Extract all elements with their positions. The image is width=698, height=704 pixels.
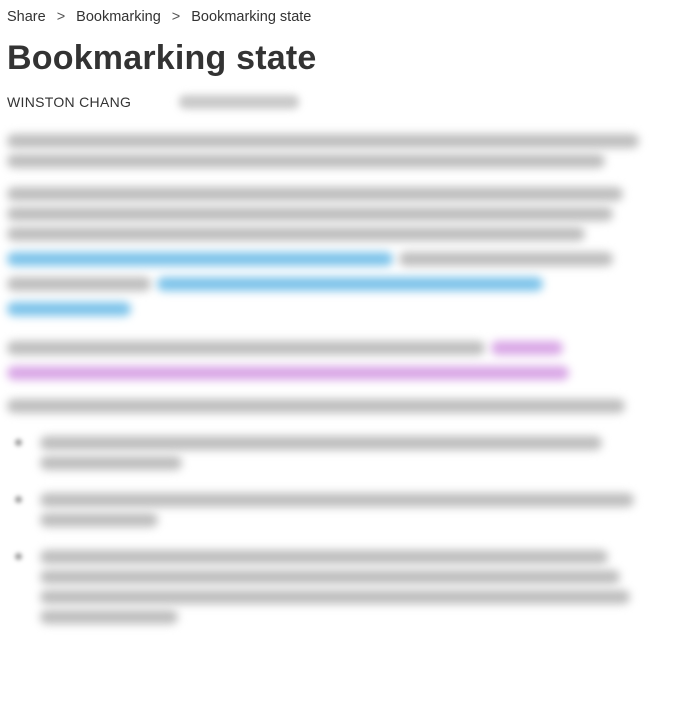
breadcrumb-share[interactable]: Share: [7, 9, 46, 25]
blurred-text-line: [7, 154, 605, 168]
blurred-text-line: [40, 570, 620, 584]
article-page: Share > Bookmarking > Bookmarking state …: [0, 7, 698, 704]
paragraph: [7, 134, 658, 168]
text-line-with-link: [7, 246, 658, 271]
blurred-visited-link[interactable]: [491, 341, 563, 355]
article-meta: WINSTON CHANG: [7, 92, 658, 112]
blurred-text-line: [7, 227, 585, 241]
list-item: [15, 544, 658, 629]
author-name: WINSTON CHANG: [7, 94, 132, 110]
blurred-text-line: [40, 436, 602, 450]
list-item: [15, 430, 658, 475]
breadcrumb: Share > Bookmarking > Bookmarking state: [7, 7, 658, 27]
blurred-text-line: [7, 207, 613, 221]
list-item: [15, 487, 658, 532]
blurred-text-line: [7, 187, 623, 201]
blurred-text-line: [399, 252, 613, 266]
blurred-link[interactable]: [157, 277, 543, 291]
publish-date-blurred: [179, 95, 300, 109]
blurred-text-line: [40, 550, 608, 564]
blurred-link[interactable]: [7, 252, 393, 266]
article-body: [7, 134, 658, 629]
paragraph: [7, 335, 658, 380]
blurred-visited-link[interactable]: [7, 366, 569, 380]
blurred-text-line: [7, 134, 639, 148]
breadcrumb-bookmarking[interactable]: Bookmarking: [76, 9, 161, 25]
bullet-icon: [15, 439, 22, 446]
blurred-text-line: [7, 341, 485, 355]
paragraph: [7, 399, 658, 413]
bullet-icon: [15, 496, 22, 503]
text-line-with-link: [7, 335, 658, 360]
blurred-text-line: [7, 399, 625, 413]
blurred-text-line: [40, 493, 634, 507]
bullet-icon: [15, 553, 22, 560]
blurred-text-line: [40, 513, 158, 527]
blurred-text-line: [40, 590, 630, 604]
blurred-text-line: [40, 610, 178, 624]
blurred-text-line: [7, 277, 151, 291]
breadcrumb-separator: >: [171, 9, 181, 25]
page-title: Bookmarking state: [7, 39, 317, 77]
paragraph: [7, 187, 658, 316]
bullet-list: [7, 430, 658, 629]
text-line-with-link: [7, 271, 658, 296]
breadcrumb-separator: >: [56, 9, 66, 25]
breadcrumb-current[interactable]: Bookmarking state: [191, 9, 312, 25]
blurred-text-line: [40, 456, 182, 470]
blurred-link[interactable]: [7, 302, 131, 316]
